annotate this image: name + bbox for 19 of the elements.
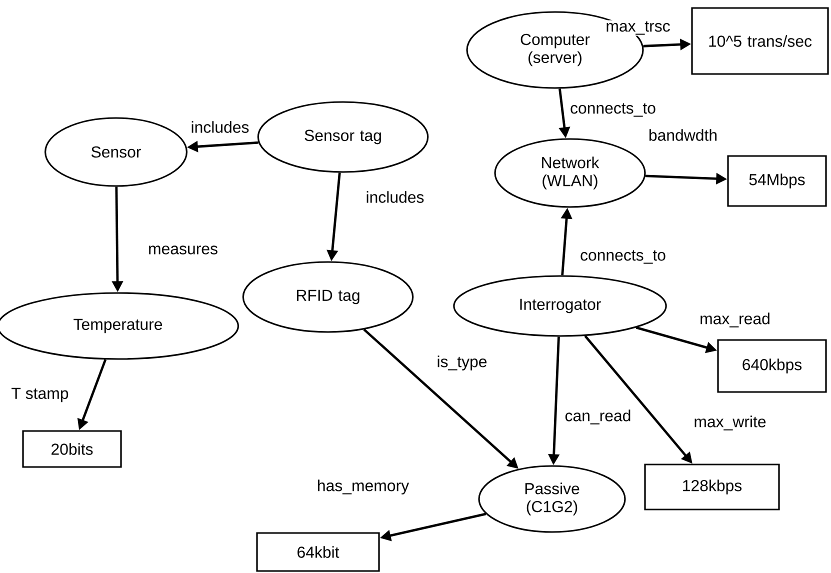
edge-label: includes (364, 190, 426, 204)
edge-label: measures (147, 244, 219, 256)
edge-label: has_memory (316, 478, 410, 496)
value-box: 10^5 trans/sec (691, 7, 829, 75)
value-box: 128kbps (644, 464, 780, 510)
edge-label: max_read (698, 312, 772, 328)
value-box: 64kbit (256, 532, 380, 572)
edge-label: T stamp (10, 386, 70, 404)
edge-label: max_write (692, 414, 768, 432)
edge-label: is_type (436, 354, 488, 372)
edge-label: includes (190, 120, 250, 134)
edge-label: max_trsc (604, 20, 672, 36)
edge-label: connects_to (579, 249, 667, 265)
value-box: 20bits (22, 430, 122, 468)
value-box: 640kbps (717, 339, 827, 393)
edge-label: can_read (564, 408, 632, 426)
edge-label: bandwdth (647, 128, 719, 142)
value-box: 54Mbps (727, 155, 827, 207)
edge-label: connects_to (569, 102, 657, 118)
